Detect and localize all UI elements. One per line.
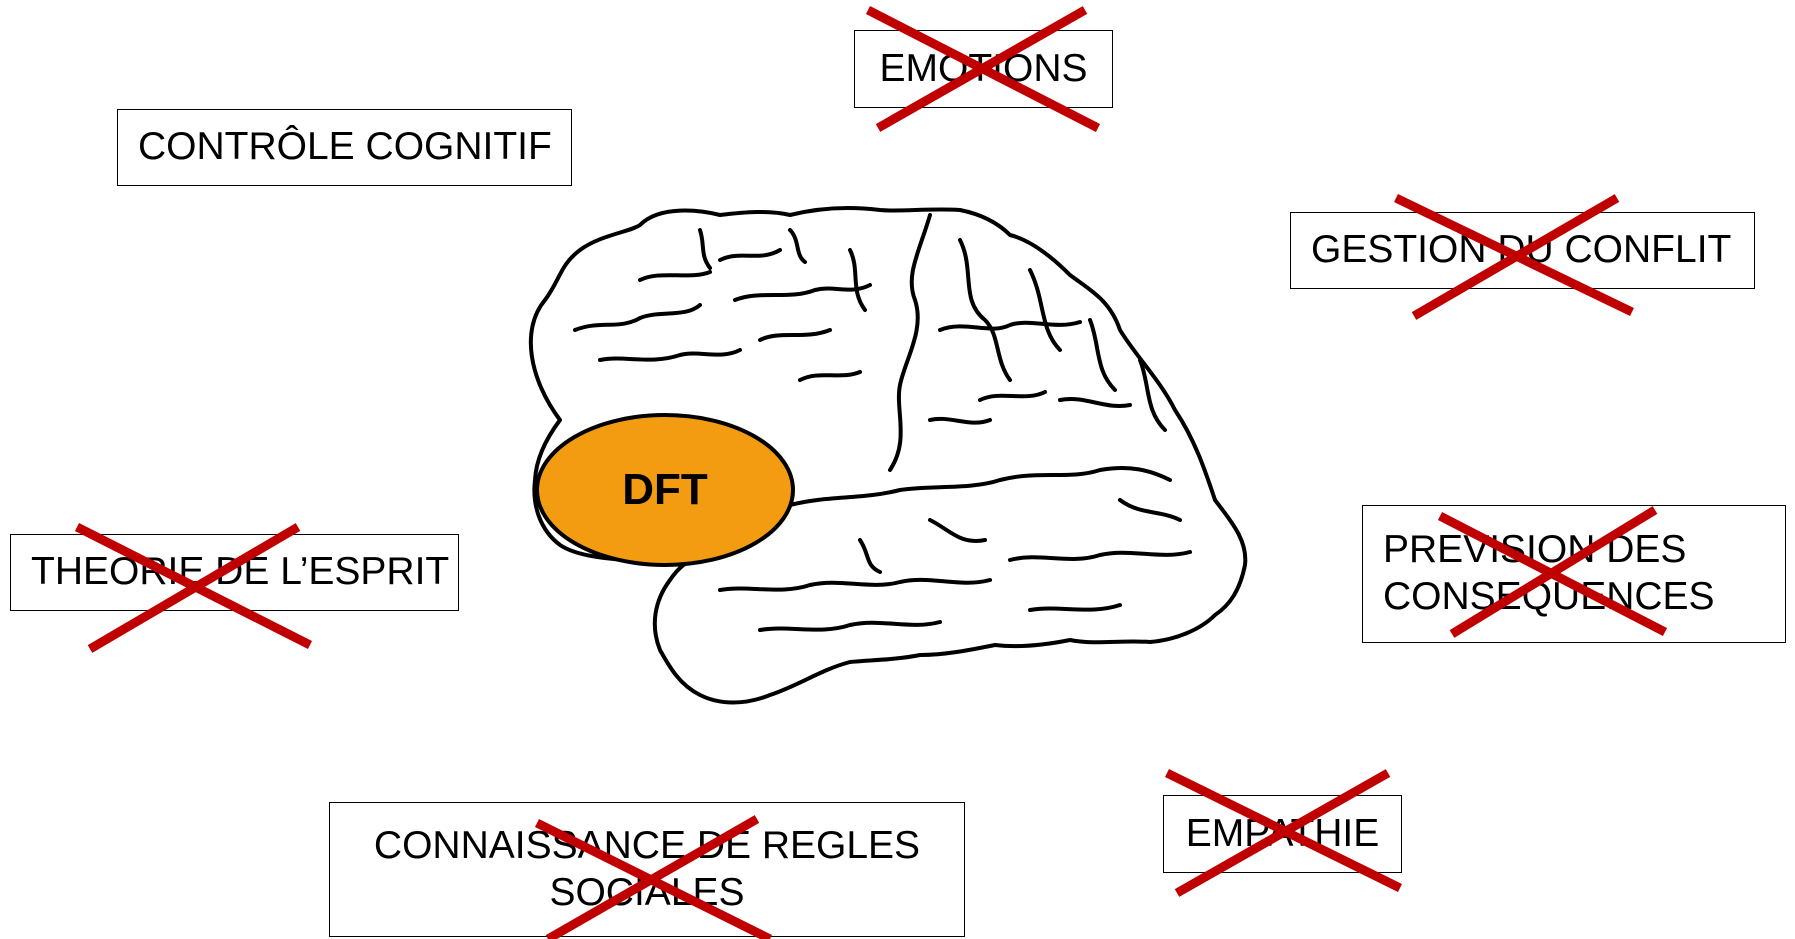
label-connaissance-text: CONNAISSANCE DE REGLES SOCIALES: [374, 823, 920, 917]
brain-outline: [528, 205, 1248, 705]
label-theorie-de-lesprit: THEORIE DE L’ESPRIT: [10, 534, 459, 611]
label-connaissance-line2: SOCIALES: [549, 870, 745, 914]
central-sulcus: [888, 213, 932, 472]
label-prevision-line1: PREVISION DES: [1383, 528, 1687, 572]
label-controle-cognitif: CONTRÔLE COGNITIF: [117, 109, 572, 186]
label-connaissance-line1: CONNAISSANCE DE REGLES: [373, 823, 921, 867]
label-empathie: EMPATHIE: [1163, 795, 1402, 873]
label-gestion-du-conflit: GESTION DU CONFLIT: [1290, 212, 1755, 289]
label-controle-text: CONTRÔLE COGNITIF: [138, 125, 552, 169]
dft-label: DFT: [622, 465, 708, 514]
dft-lesion: [535, 413, 795, 567]
label-emotions: EMOTIONS: [854, 30, 1113, 108]
label-prevision-text: PREVISION DES CONSEQUENCES: [1383, 527, 1715, 621]
label-prevision-line2: CONSEQUENCES: [1383, 575, 1715, 618]
label-prevision-des-consequences: PREVISION DES CONSEQUENCES: [1362, 505, 1786, 643]
label-emotions-text: EMOTIONS: [879, 46, 1088, 90]
label-connaissance-de-regles-sociales: CONNAISSANCE DE REGLES SOCIALES: [329, 802, 965, 937]
sylvian-fissure: [788, 466, 1172, 507]
label-empathie-text: EMPATHIE: [1185, 811, 1380, 855]
label-theorie-text: THEORIE DE L’ESPRIT: [31, 550, 450, 594]
label-gestion-text: GESTION DU CONFLIT: [1311, 228, 1732, 272]
